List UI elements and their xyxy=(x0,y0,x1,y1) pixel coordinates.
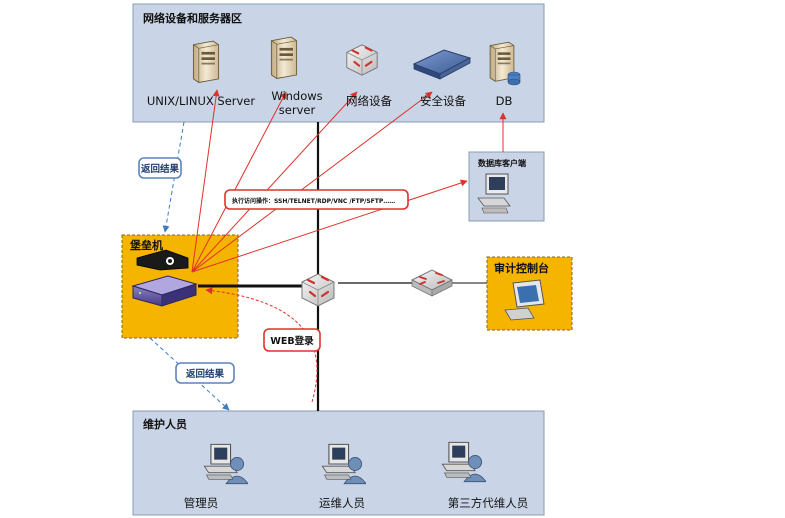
return-result-tag-top: 返回结果 xyxy=(138,157,182,179)
user-ops-label: 运维人员 xyxy=(319,496,365,510)
device-network[interactable]: 网络设备 xyxy=(345,43,392,108)
server-tower-icon xyxy=(270,36,298,79)
db-client-title: 数据库客户端 xyxy=(478,158,526,168)
arrow-to-unix xyxy=(191,89,220,273)
return-arrows xyxy=(149,121,230,411)
windows-server-label-line2: server xyxy=(279,103,316,117)
operations-tag: 执行访问操作：SSH/TELNET/RDP/VNC /FTP/SFTP…… xyxy=(224,189,409,210)
operation-arrows xyxy=(191,89,507,403)
arrow-to-network-device xyxy=(191,91,358,273)
backbone xyxy=(198,122,487,411)
camera-icon xyxy=(136,249,189,271)
core-switch[interactable] xyxy=(300,272,336,308)
device-security[interactable]: 安全设备 xyxy=(412,49,472,108)
server-tower-icon xyxy=(192,40,220,83)
db-client-workstation[interactable] xyxy=(477,173,511,214)
crt-monitor-icon xyxy=(504,279,545,321)
user-admin[interactable]: 管理员 xyxy=(184,443,248,510)
user-admin-label: 管理员 xyxy=(184,496,219,510)
security-device-label: 安全设备 xyxy=(420,94,466,108)
audit-switch[interactable] xyxy=(410,269,454,297)
svg-text:执行访问操作：SSH/TELNET/RDP/VNC /FTP: 执行访问操作：SSH/TELNET/RDP/VNC /FTP/SFTP…… xyxy=(232,197,395,205)
svg-text:返回结果: 返回结果 xyxy=(141,163,180,175)
unix-linux-server-label: UNIX/LINUX Server xyxy=(147,94,256,108)
arrow-return-bottom xyxy=(149,337,230,411)
firewall-appliance-icon xyxy=(412,49,472,80)
bastion-zone-title: 堡垒机 xyxy=(130,238,163,252)
maintainers-zone-title: 维护人员 xyxy=(143,417,187,431)
bastion-host[interactable] xyxy=(131,249,198,307)
user-third-party-label: 第三方代维人员 xyxy=(448,496,529,510)
arrow-to-security-device xyxy=(191,91,433,273)
device-database[interactable]: DB xyxy=(489,41,521,108)
arrow-web-login xyxy=(205,287,318,403)
router-icon xyxy=(300,272,336,308)
svg-text:WEB登录: WEB登录 xyxy=(270,335,314,347)
database-label: DB xyxy=(496,94,513,108)
svg-text:返回结果: 返回结果 xyxy=(186,368,225,380)
network-zone-title: 网络设备和服务器区 xyxy=(143,11,242,25)
audit-zone-title: 审计控制台 xyxy=(494,261,549,275)
web-login-tag: WEB登录 xyxy=(263,328,321,352)
device-windows-server[interactable]: Windows server xyxy=(270,36,323,117)
arrow-return-top xyxy=(162,121,185,233)
arrow-to-db-client xyxy=(191,179,468,273)
bastion-appliance-icon xyxy=(131,275,198,307)
arrow-to-windows xyxy=(191,91,287,273)
return-result-tag-bottom: 返回结果 xyxy=(175,362,235,384)
switch-icon xyxy=(410,269,454,297)
windows-server-label-line1: Windows xyxy=(271,89,322,103)
workstation-icon xyxy=(477,173,511,214)
user-third-party[interactable]: 第三方代维人员 xyxy=(441,441,529,510)
device-unix-linux-server[interactable]: UNIX/LINUX Server xyxy=(147,40,256,108)
user-ops[interactable]: 运维人员 xyxy=(319,443,366,510)
audit-console[interactable] xyxy=(504,279,545,321)
network-device-label: 网络设备 xyxy=(346,94,392,108)
